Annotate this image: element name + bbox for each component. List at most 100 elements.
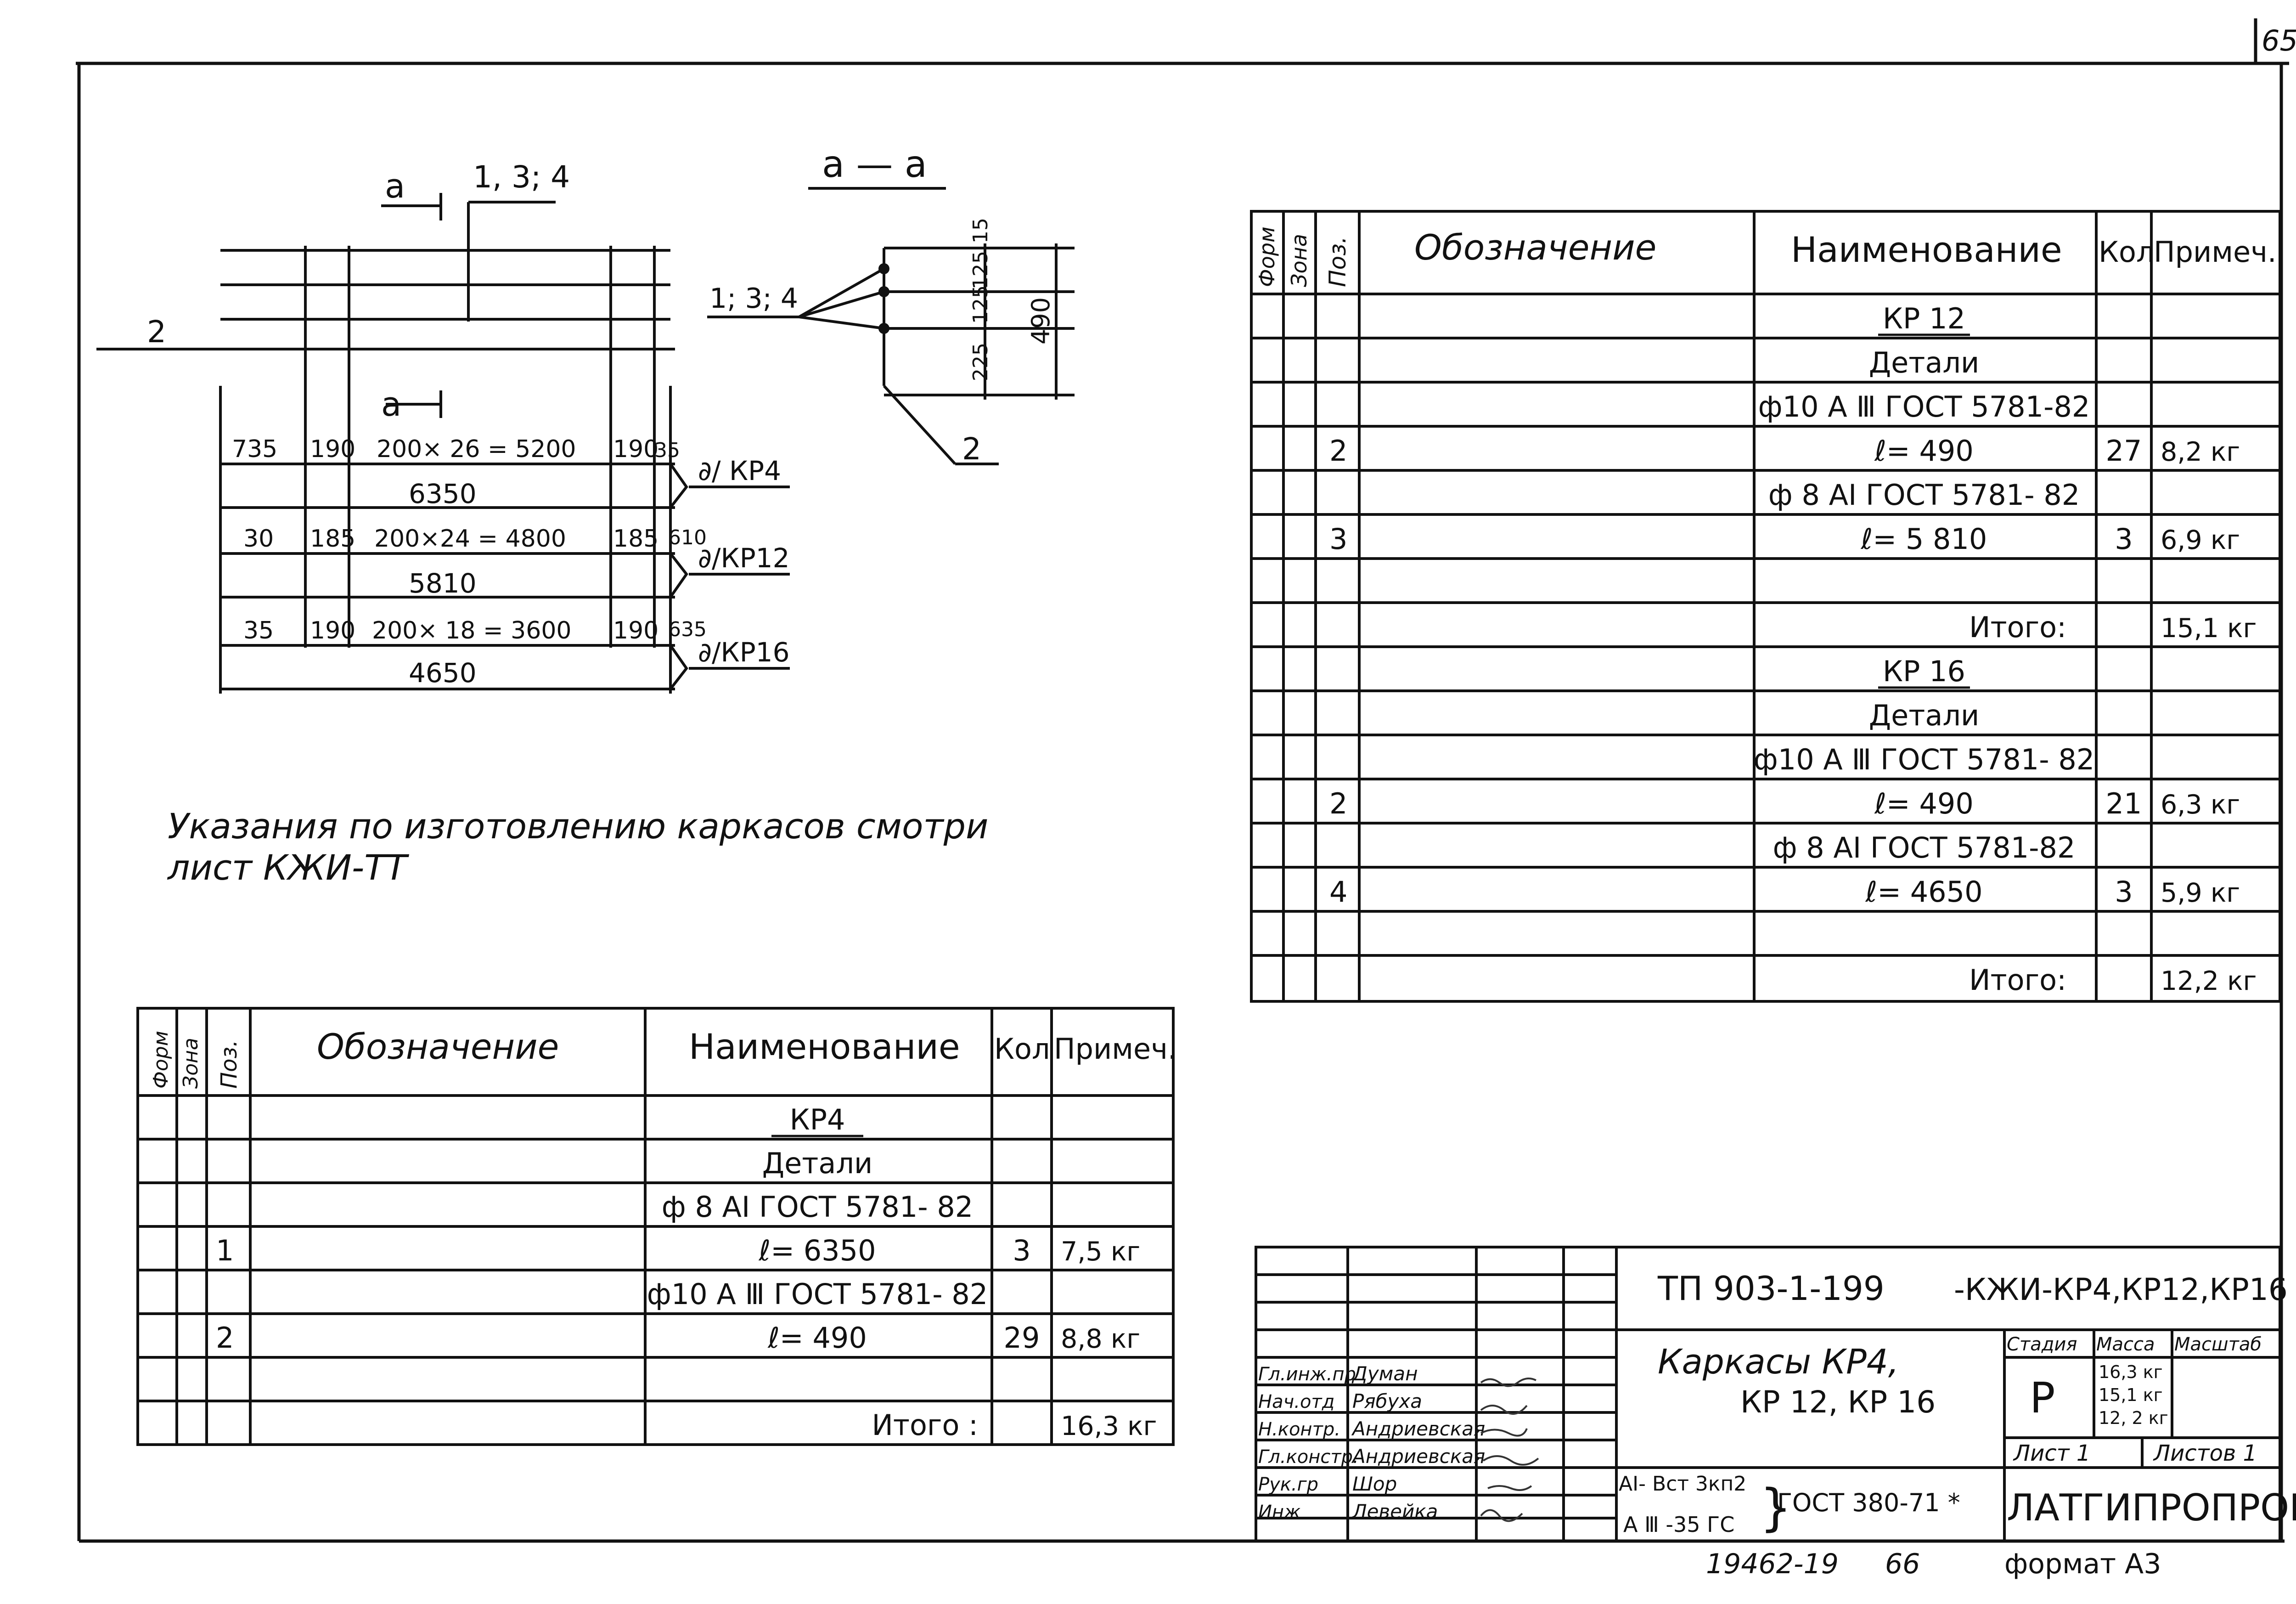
signer-role: Гл.инж.пр bbox=[1258, 1364, 1356, 1385]
dim-row-kr16: 35 190 200× 18 = 3600 190 635 4650 ∂/КР1… bbox=[243, 617, 790, 689]
section-total: 490 bbox=[1026, 297, 1055, 345]
table-row: ф 8 АI ГОСТ 5781- 82 bbox=[662, 1190, 974, 1224]
dim-segment: 200× 26 = 5200 bbox=[377, 435, 576, 463]
dim-segment: 735 bbox=[232, 435, 277, 463]
row-pos: 2 bbox=[216, 1321, 234, 1355]
row-name: Детали bbox=[1869, 346, 1980, 379]
table-row: КР4 bbox=[790, 1103, 845, 1136]
row-name: Детали bbox=[762, 1147, 873, 1180]
mass-3: 12, 2 кг bbox=[2099, 1408, 2168, 1428]
inventory-page: 66 bbox=[1885, 1548, 1920, 1580]
row-name: ф10 А Ⅲ ГОСТ 5781- 82 bbox=[647, 1277, 988, 1311]
header-note: Примеч. bbox=[1054, 1032, 1177, 1066]
row-name: ℓ= 4650 bbox=[1865, 875, 1982, 909]
section-title: а — а bbox=[822, 143, 927, 186]
leader-label-left: 1; 3; 4 bbox=[709, 282, 798, 315]
bar-2-label: 2 bbox=[147, 314, 166, 350]
row-name: ℓ= 490 bbox=[1874, 434, 1974, 468]
row-note: 12,2 кг bbox=[2161, 966, 2257, 996]
dim-segment: 190 bbox=[310, 435, 355, 463]
row-name: КР4 bbox=[790, 1103, 845, 1136]
row-name: ф10 А Ⅲ ГОСТ 5781-82 bbox=[1758, 390, 2090, 424]
table-row: ф 8 АI ГОСТ 5781- 82 bbox=[1768, 478, 2080, 512]
row-name: КР 12 bbox=[1883, 302, 1965, 335]
row-name: Итого: bbox=[1969, 963, 2066, 997]
sheet-format: формат А3 bbox=[2004, 1548, 2161, 1580]
section-mark-top: а bbox=[385, 167, 405, 205]
header-zone: Зона bbox=[1287, 234, 1311, 287]
row-note: 6,3 кг bbox=[2161, 790, 2240, 820]
dim-segment: 35 bbox=[243, 617, 274, 644]
section-dims: 15 125 125 225 490 bbox=[969, 218, 1055, 381]
signer-role: Нач.отд bbox=[1258, 1391, 1334, 1412]
table-row: Детали bbox=[1869, 346, 1980, 379]
mass-1: 16,3 кг bbox=[2099, 1362, 2163, 1382]
cage-elevation bbox=[96, 193, 790, 694]
row-name: Детали bbox=[1869, 699, 1980, 732]
dim-segment: 200×24 = 4800 bbox=[374, 525, 566, 553]
header-qty: Кол bbox=[2099, 235, 2155, 269]
title-block-grid bbox=[1255, 1246, 2281, 1542]
section-bars bbox=[878, 263, 889, 334]
inventory-number: 19462-19 bbox=[1706, 1548, 1839, 1580]
dim-label: ∂/КР12 bbox=[698, 542, 790, 574]
section-mark-bottom: а bbox=[381, 385, 401, 424]
title-line-2: КР 12, КР 16 bbox=[1740, 1384, 1936, 1420]
row-name: ℓ= 5 810 bbox=[1861, 522, 1987, 556]
signer-row: Нач.отд Рябуха bbox=[1258, 1390, 1422, 1412]
dim-segment: 610 bbox=[668, 526, 707, 549]
row-name: ф 8 АI ГОСТ 5781- 82 bbox=[662, 1190, 974, 1224]
header-zone: Зона bbox=[179, 1038, 203, 1089]
dim-row-kr12: 30 185 200×24 = 4800 185 610 5810 ∂/КР12 bbox=[243, 525, 790, 599]
dim-segment: 190 bbox=[310, 617, 355, 644]
table-row: Итого :16,3 кг bbox=[872, 1408, 1157, 1442]
table-row: КР 12 bbox=[1883, 302, 1965, 335]
company-name: ЛАТГИПРОПРОМ bbox=[2007, 1486, 2296, 1529]
material-1: АI- Вст 3кп2 bbox=[1619, 1472, 1746, 1496]
dim-total: 5810 bbox=[409, 568, 477, 599]
mass-label: Масса bbox=[2096, 1334, 2155, 1355]
signer-name: Андриевская bbox=[1351, 1418, 1485, 1440]
row-name: Итого: bbox=[1969, 610, 2066, 644]
row-qty: 21 bbox=[2106, 787, 2142, 820]
table-row: КР 16 bbox=[1883, 655, 1965, 688]
section-dim: 225 bbox=[969, 343, 992, 381]
table-row: Детали bbox=[762, 1147, 873, 1180]
material-2: А Ⅲ -35 ГС bbox=[1623, 1512, 1734, 1537]
dim-segment: 35 bbox=[654, 439, 680, 462]
scale-label: Масштаб bbox=[2174, 1334, 2262, 1355]
row-qty: 3 bbox=[2115, 522, 2133, 556]
row-pos: 1 bbox=[216, 1234, 234, 1267]
row-note: 8,8 кг bbox=[1061, 1324, 1140, 1354]
row-name: ф 8 АI ГОСТ 5781-82 bbox=[1773, 831, 2076, 864]
table-row: 2 ℓ= 490 29 8,8 кг bbox=[216, 1321, 1140, 1355]
signer-role: Гл.констр. bbox=[1258, 1446, 1359, 1468]
section-dim: 125 bbox=[969, 285, 992, 324]
stage-label: Стадия bbox=[2007, 1334, 2077, 1355]
row-qty: 29 bbox=[1004, 1321, 1040, 1355]
doc-suffix: -КЖИ-КР4,КР12,КР16 bbox=[1954, 1272, 2288, 1307]
signer-name: Рябуха bbox=[1352, 1390, 1422, 1412]
section-dim: 125 bbox=[969, 251, 992, 289]
table-row: Итого:15,1 кг bbox=[1969, 610, 2257, 644]
table-row: Детали bbox=[1869, 699, 1980, 732]
note-line-2: лист КЖИ-ТТ bbox=[167, 847, 410, 888]
section-bar-label: 2 bbox=[962, 431, 981, 467]
signer-row: Н.контр.Андриевская bbox=[1258, 1418, 1485, 1440]
dim-segment: 190 bbox=[613, 435, 658, 463]
table-row: ф 8 АI ГОСТ 5781-82 bbox=[1773, 831, 2076, 864]
header-designation: Обозначение bbox=[1414, 227, 1656, 268]
dim-total: 6350 bbox=[409, 478, 477, 509]
doc-code: ТП 903-1-199 bbox=[1657, 1269, 1885, 1308]
row-name: ℓ= 490 bbox=[767, 1321, 867, 1355]
header-pos: Поз. bbox=[216, 1040, 242, 1089]
dim-total: 4650 bbox=[409, 657, 477, 689]
